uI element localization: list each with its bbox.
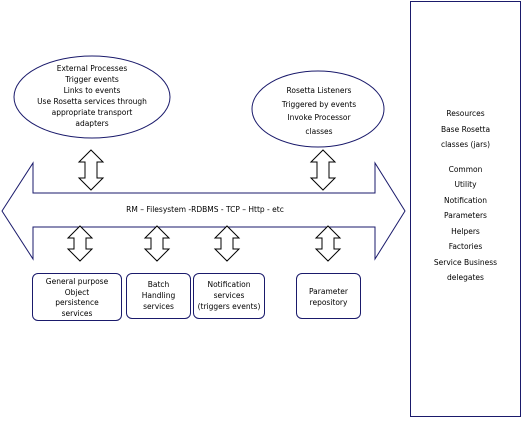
rosetta-listeners-line: Rosetta Listeners [286,86,352,95]
resources-item: Parameters [444,211,487,220]
arrow-listeners-to-bus [309,149,337,191]
resources-item: Service Business [433,257,498,267]
service-line: (triggers events) [197,302,261,311]
external-processes-ellipse [13,55,171,139]
resources-item: classes (jars) [440,140,491,149]
resources-item: Notification [443,195,488,205]
parameter-repository-box: Parameter repository [296,273,361,319]
arrow-external-to-bus [77,149,105,191]
rosetta-listeners-text: Rosetta Listeners Triggered by events In… [252,84,386,138]
resources-item: Base Rosetta [440,124,491,134]
arrow-bus-to-parameter [314,225,342,262]
resources-item: Common [448,164,483,174]
persistence-services-box: General purpose Object persistence servi… [32,273,122,321]
service-line: Handling [141,291,176,300]
resources-panel: Resources Base Rosetta classes (jars) Co… [410,1,521,417]
rosetta-listeners-line: Triggered by events [281,99,357,109]
external-processes-line: External Processes [56,64,128,73]
resources-item: Helpers [451,226,480,236]
external-processes-text: External Processes Trigger events Links … [14,63,170,129]
arrow-bus-to-persistence [66,225,94,262]
arrow-bus-to-batch [143,225,171,262]
batch-services-box: Batch Handling services [126,273,191,319]
arrow-bus-to-notification [213,225,241,262]
resources-item: Resources [446,109,485,118]
rosetta-listeners-line: Invoke Processor [287,113,351,122]
external-processes-line: Trigger events [65,75,119,84]
external-processes-line: Use Rosetta services through [37,97,147,106]
rosetta-listeners-line: classes [305,126,333,136]
service-line: services [143,302,174,311]
bus-arrow [1,161,406,261]
resources-item: Factories [448,242,483,251]
batch-services-text: Batch Handling services [127,279,190,312]
service-line: repository [309,298,348,307]
external-processes-line: appropriate transport [51,108,133,117]
notification-services-box: Notification services (triggers events) [193,273,265,319]
service-line: services [213,291,245,300]
external-processes-line: adapters [75,119,109,128]
parameter-repository-text: Parameter repository [297,286,360,308]
resources-item: delegates [447,273,484,282]
service-line: Batch [147,280,170,289]
service-line: General purpose [45,277,109,286]
external-processes-line: Links to events [63,86,121,95]
rosetta-listeners-ellipse [251,70,385,148]
notification-services-text: Notification services (triggers events) [194,279,264,312]
service-line: persistence [55,298,99,307]
service-line: Notification [207,280,251,289]
resources-item: Utility [454,180,477,189]
bus-label: RM – Filesystem -RDBMS - TCP – Http - et… [126,205,284,214]
resources-list: Resources Base Rosetta classes (jars) Co… [411,106,520,286]
service-line: Parameter [308,287,349,296]
persistence-services-text: General purpose Object persistence servi… [33,277,121,319]
service-line: services [61,308,93,318]
service-line: Object [64,287,90,297]
